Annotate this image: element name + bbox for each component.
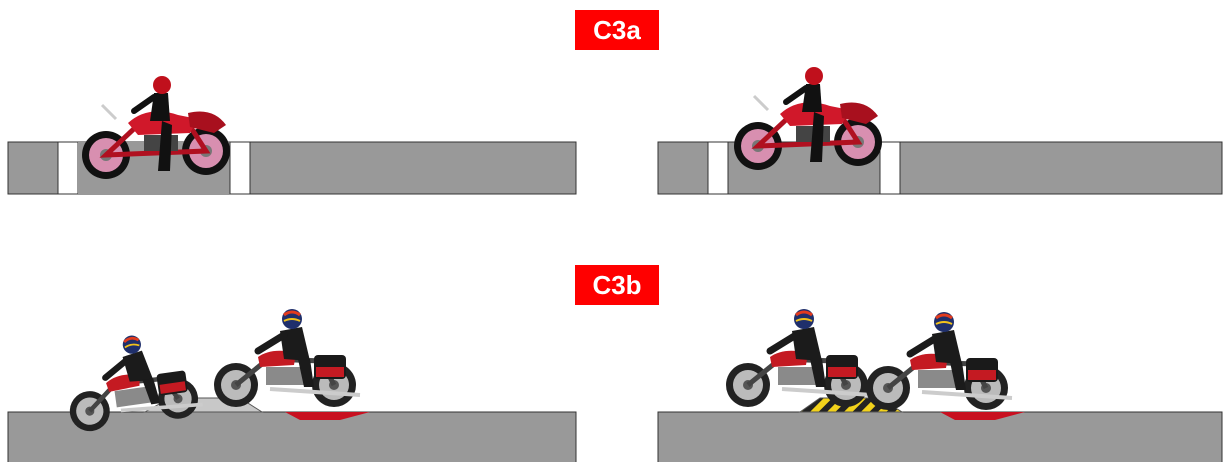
road-c3b-right bbox=[658, 398, 1222, 462]
motorcycle-c3b-left-2-icon bbox=[214, 309, 360, 407]
motorcycle-c3b-right-2-icon bbox=[866, 312, 1012, 410]
white-stripe-left bbox=[708, 142, 728, 194]
white-stripe-right bbox=[880, 142, 900, 194]
white-stripe-right bbox=[230, 142, 250, 194]
motorcycle-c3b-right-1-icon bbox=[726, 309, 872, 407]
white-stripe-left bbox=[58, 142, 78, 194]
